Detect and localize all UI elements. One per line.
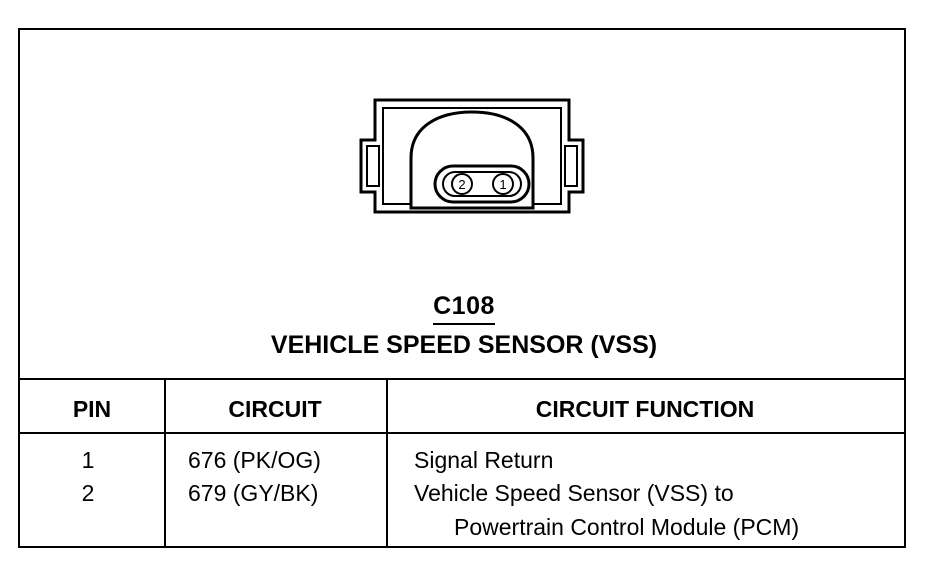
connector-housing <box>359 98 585 214</box>
row-1-pin: 1 <box>81 447 95 473</box>
pin-1-circle <box>492 173 514 195</box>
connector-id: C108 <box>433 292 495 325</box>
row-2-circuit: 679 (GY/BK) <box>188 480 319 506</box>
row-2-function: Vehicle Speed Sensor (VSS) to <box>414 480 734 506</box>
right-latch <box>564 145 578 187</box>
pin-cavity-outer <box>433 164 531 204</box>
header-pin: PIN <box>72 396 112 422</box>
left-latch <box>366 145 380 187</box>
row-2-pin: 2 <box>81 480 95 506</box>
header-circuit: CIRCUIT <box>228 396 322 422</box>
table-header-divider <box>20 432 904 434</box>
table-column-divider-2 <box>386 378 388 548</box>
connector-inner-housing <box>382 107 562 205</box>
connector-c108-illustration: 2 1 <box>359 98 585 214</box>
header-circuit-function: CIRCUIT FUNCTION <box>535 396 755 422</box>
pin-2-label: 2 <box>458 177 465 192</box>
row-2-function-continued: Powertrain Control Module (PCM) <box>454 514 800 540</box>
table-top-border <box>20 378 904 380</box>
pin-1-label: 1 <box>499 177 506 192</box>
row-1-function: Signal Return <box>414 447 554 473</box>
pin-cavity-inner <box>442 171 522 197</box>
pin-2-circle <box>451 173 473 195</box>
row-1-circuit: 676 (PK/OG) <box>188 447 321 473</box>
connector-name: VEHICLE SPEED SENSOR (VSS) <box>270 331 658 359</box>
connector-diagram-frame: 2 1 C108 VEHICLE SPEED SENSOR (VSS) PIN … <box>18 28 906 548</box>
connector-title-block: C108 VEHICLE SPEED SENSOR (VSS) <box>20 292 908 360</box>
table-column-divider-1 <box>164 378 166 548</box>
